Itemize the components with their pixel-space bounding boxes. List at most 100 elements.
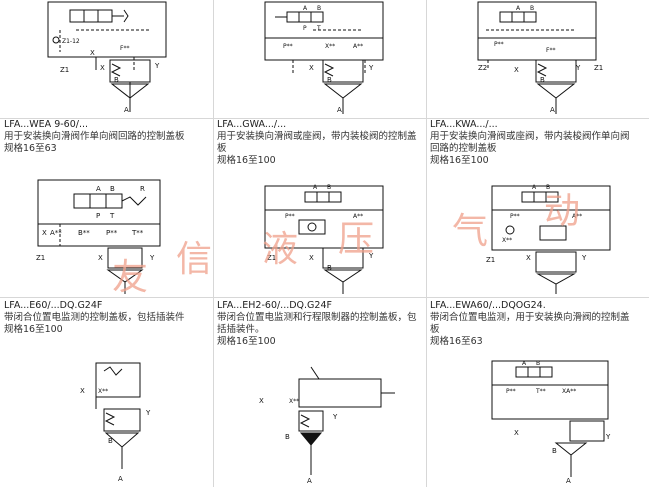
label-b: B — [327, 264, 332, 272]
label-z1-12: Z1-12 — [62, 38, 80, 45]
label-a: A — [303, 5, 308, 12]
control-cover-cell-ewa60: LFA...EWA60/...DQOG24. 带闭合位置电监测，用于安装换向滑阀… — [426, 297, 638, 487]
label-p-star: P** — [285, 213, 295, 220]
item-size: 规格16至63 — [4, 143, 57, 154]
label-y: Y — [605, 433, 611, 441]
label-x: X — [526, 254, 531, 262]
control-cover-cell-gwa: A B P T P** X** A** X B Y A LFA...GWA...… — [213, 0, 425, 178]
label-b: B — [552, 447, 557, 455]
label-z1: Z1 — [267, 254, 276, 262]
label-y: Y — [332, 413, 338, 421]
label-b: B — [546, 184, 550, 191]
item-description: 用于安装换向滑阀或座阀，带内装梭阀的控制盖板 — [217, 131, 417, 154]
label-x: X — [514, 66, 519, 74]
label-a-star: A** — [353, 213, 363, 220]
label-x: X — [90, 49, 95, 57]
hydraulic-schematic: A B P** A** X** Z1 X Y — [486, 184, 611, 294]
label-a: A — [313, 184, 318, 191]
item-code: LFA...KWA.../... — [430, 119, 498, 130]
label-b: B — [536, 360, 540, 367]
label-z2: Z2 — [478, 64, 487, 72]
label-a: A — [307, 477, 312, 485]
label-b: B — [327, 184, 331, 191]
label-x: X — [259, 397, 264, 405]
label-y: Y — [581, 254, 587, 262]
label-t-star: T** — [535, 388, 546, 395]
label-b-star: B** — [78, 229, 90, 237]
control-cover-cell-kwa: A B P** F** Z2 X B Y Z1 A LFA...KWA.../.… — [426, 0, 638, 178]
label-x: X — [80, 387, 85, 395]
label-x-star: X** — [325, 43, 335, 50]
column-divider — [213, 0, 214, 487]
label-y: Y — [575, 64, 581, 72]
item-description: 带闭合位置电监测和行程限制器的控制盖板，包括插装件。 — [217, 312, 417, 335]
item-code: LFA...EH2-60/...DQ.G24F — [217, 300, 332, 311]
label-a: A — [337, 106, 342, 114]
label-x-star: X** — [289, 398, 299, 405]
item-description: 带闭合位置电监测，用于安装换向滑阀的控制盖板 — [430, 312, 630, 335]
hydraulic-schematic: X X** Y B A — [80, 362, 151, 483]
watermark-char: 压 — [338, 219, 375, 260]
item-size: 规格16至100 — [217, 155, 276, 166]
label-z1: Z1 — [60, 66, 69, 74]
control-cover-cell-e60: LFA...E60/...DQ.G24F 带闭合位置电监测的控制盖板，包括插装件… — [0, 297, 212, 487]
label-b: B — [317, 5, 321, 12]
item-code: LFA...E60/...DQ.G24F — [4, 300, 103, 311]
label-t-star: T** — [131, 229, 144, 237]
label-x: X — [309, 64, 314, 72]
item-size: 规格16至100 — [4, 324, 63, 335]
hydraulic-schematic: A B R P T X A** B** P** T** Z1 X Y — [36, 179, 161, 294]
hydraulic-schematic: X X** Y B A — [259, 366, 395, 485]
watermark-char: 动 — [544, 191, 581, 232]
label-r: R — [140, 185, 145, 193]
column-divider — [426, 0, 427, 487]
label-y: Y — [149, 254, 155, 262]
label-a-star: A** — [572, 213, 582, 220]
item-code: LFA...GWA.../... — [217, 119, 287, 130]
label-xa-star: XA** — [562, 388, 576, 395]
label-x: X — [514, 429, 519, 437]
label-y: Y — [145, 409, 151, 417]
label-x-star: X — [42, 229, 47, 237]
label-b: B — [285, 433, 290, 441]
label-z1: Z1 — [594, 64, 603, 72]
hydraulic-schematic: A B P** T** XA** X Y B A — [491, 360, 611, 485]
label-b: B — [110, 185, 115, 193]
label-x: X — [309, 254, 314, 262]
label-a: A — [118, 475, 123, 483]
label-z1: Z1 — [36, 254, 45, 262]
label-a: A — [532, 184, 537, 191]
label-f: F** — [546, 47, 555, 54]
row-divider — [0, 297, 649, 298]
label-p-star: P** — [494, 41, 504, 48]
item-description: 用于安装换向滑阀作单向阀回路的控制盖板 — [4, 131, 185, 142]
label-x-star: X** — [98, 388, 108, 395]
watermark-char: 气 — [452, 211, 489, 252]
label-a: A — [550, 106, 555, 114]
label-a: A — [516, 5, 521, 12]
label-b: B — [327, 76, 332, 84]
schematic-cell: A B P** A** Z1 X B Y — [213, 178, 425, 296]
label-a-star: A** — [50, 229, 62, 237]
row-divider — [0, 118, 649, 119]
label-p: P — [96, 212, 100, 220]
label-p: P — [303, 25, 307, 32]
label-a: A — [566, 477, 571, 485]
label-p-star: P** — [510, 213, 520, 220]
hydraulic-schematic: A B P** F** Z2 X B Y Z1 A — [477, 1, 603, 114]
label-a-star: A** — [353, 43, 363, 50]
label-y: Y — [368, 64, 374, 72]
item-code: LFA...EWA60/...DQOG24. — [430, 300, 546, 311]
label-t: T — [316, 25, 321, 32]
hydraulic-schematic: A B P T P** X** A** X B Y A — [264, 1, 384, 114]
watermark-char: 液 — [262, 229, 299, 270]
label-x-star: X** — [502, 237, 512, 244]
label-x: X — [100, 64, 105, 72]
label-y: Y — [154, 62, 160, 70]
hydraulic-schematic: A B P** A** Z1 X B Y — [264, 184, 384, 294]
label-p-star: P** — [506, 388, 516, 395]
schematic-cell: A B R P T X A** B** P** T** Z1 X Y — [0, 178, 212, 296]
label-x: X — [98, 254, 103, 262]
label-f: F** — [120, 45, 129, 52]
label-b: B — [108, 437, 113, 445]
